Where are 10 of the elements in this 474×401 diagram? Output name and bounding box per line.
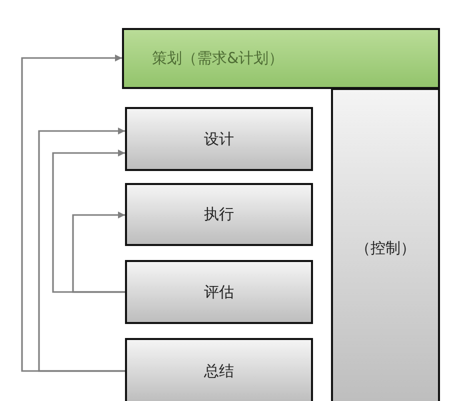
control-bar: （控制） bbox=[331, 88, 440, 401]
plan-box: 策划（需求&计划） bbox=[122, 28, 440, 89]
arrow bbox=[52, 150, 125, 293]
process-box: 执行 bbox=[125, 183, 313, 246]
process-box: 总结 bbox=[125, 338, 313, 401]
process-box: 评估 bbox=[125, 260, 313, 324]
arrow bbox=[72, 212, 125, 293]
arrow bbox=[21, 54, 125, 372]
process-box: 设计 bbox=[125, 107, 313, 171]
arrow bbox=[38, 128, 125, 372]
